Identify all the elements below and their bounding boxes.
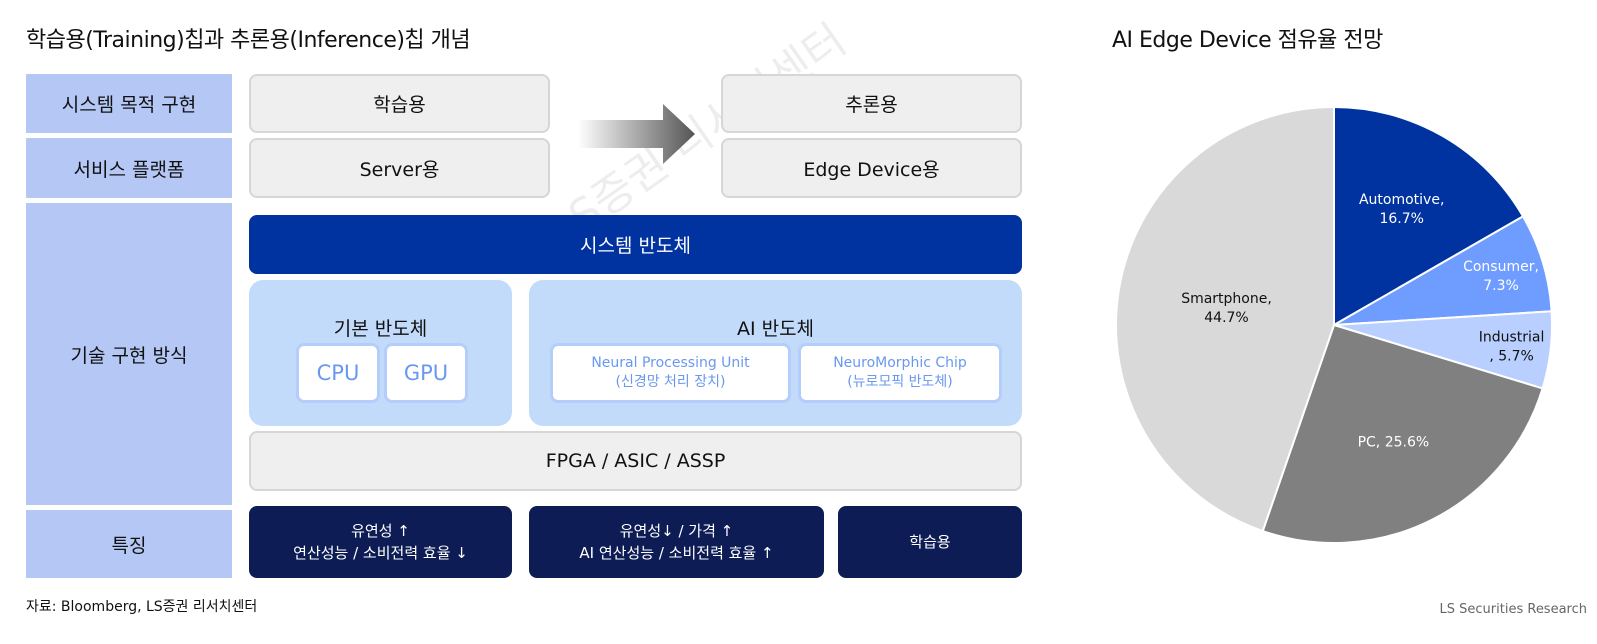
footer-brand: LS Securities Research — [1439, 602, 1587, 617]
gpu-box: GPU — [384, 343, 468, 403]
inference-platform-box: Edge Device용 — [721, 138, 1022, 198]
pie-value-industrial: , 5.7% — [1489, 349, 1533, 365]
feature-line: 학습용 — [909, 533, 951, 551]
feature-box-basic: 유연성 ↑ 연산성능 / 소비전력 효율 ↓ — [249, 506, 512, 578]
feature-line: 연산성능 / 소비전력 효율 ↓ — [293, 544, 468, 562]
pie-slice-smartphone — [1114, 105, 1335, 533]
npu-box: Neural Processing Unit (신경망 처리 장치) — [550, 343, 791, 403]
ai-semiconductor-title: AI 반도체 — [736, 318, 815, 340]
row-label-purpose: 시스템 목적 구현 — [26, 74, 232, 133]
pie-slice-automotive — [1333, 105, 1525, 327]
pie-label-automotive: Automotive, — [1359, 192, 1444, 208]
source-note: 자료: Bloomberg, LS증권 리서치센터 — [26, 599, 258, 615]
pie-label-consumer: Consumer, — [1463, 259, 1539, 275]
cpu-box: CPU — [296, 343, 380, 403]
neuromorphic-box: NeuroMorphic Chip (뉴로모픽 반도체) — [798, 343, 1002, 403]
pie-slice-consumer — [1333, 215, 1553, 326]
row-label-platform: 서비스 플랫폼 — [26, 138, 232, 198]
row-label-features: 특징 — [26, 510, 232, 578]
fpga-asic-assp-box: FPGA / ASIC / ASSP — [249, 431, 1022, 491]
pie-chart: Automotive, 16.7% Consumer, 7.3% Industrial,… — [1114, 105, 1553, 544]
chart-title: AI Edge Device 점유율 전망 — [1112, 28, 1383, 53]
basic-semiconductor-group: 기본 반도체 — [249, 280, 512, 426]
arrow-right-icon — [578, 104, 695, 164]
neuromorphic-korean: (뉴로모픽 반도체) — [847, 374, 953, 390]
inference-purpose-box: 추론용 — [721, 74, 1022, 133]
pie-label-pc: PC, 25.6% — [1358, 435, 1430, 451]
npu-name: Neural Processing Unit — [591, 355, 750, 371]
training-purpose-box: 학습용 — [249, 74, 550, 133]
pie-value-consumer: 7.3% — [1483, 278, 1519, 294]
pie-label-industrial: Industrial — [1479, 330, 1545, 346]
feature-line: 유연성 ↑ — [351, 522, 410, 540]
pie-slice-pc — [1261, 323, 1544, 544]
training-platform-box: Server용 — [249, 138, 550, 198]
npu-korean: (신경망 처리 장치) — [615, 374, 726, 390]
basic-semiconductor-title: 기본 반도체 — [333, 318, 428, 340]
diagram-title: 학습용(Training)칩과 추론용(Inference)칩 개념 — [26, 28, 471, 53]
feature-line: AI 연산성능 / 소비전력 효율 ↑ — [579, 544, 774, 562]
row-label-tech: 기술 구현 방식 — [26, 203, 232, 505]
pie-value-smartphone: 44.7% — [1204, 310, 1248, 326]
feature-box-ai: 유연성↓ / 가격 ↑ AI 연산성능 / 소비전력 효율 ↑ — [529, 506, 824, 578]
pie-value-automotive: 16.7% — [1379, 211, 1423, 227]
system-semiconductor-bar: 시스템 반도체 — [249, 215, 1022, 274]
feature-box-training: 학습용 — [838, 506, 1022, 578]
pie-label-smartphone: Smartphone, — [1181, 291, 1272, 307]
neuromorphic-name: NeuroMorphic Chip — [833, 355, 967, 371]
feature-line: 유연성↓ / 가격 ↑ — [619, 522, 734, 540]
